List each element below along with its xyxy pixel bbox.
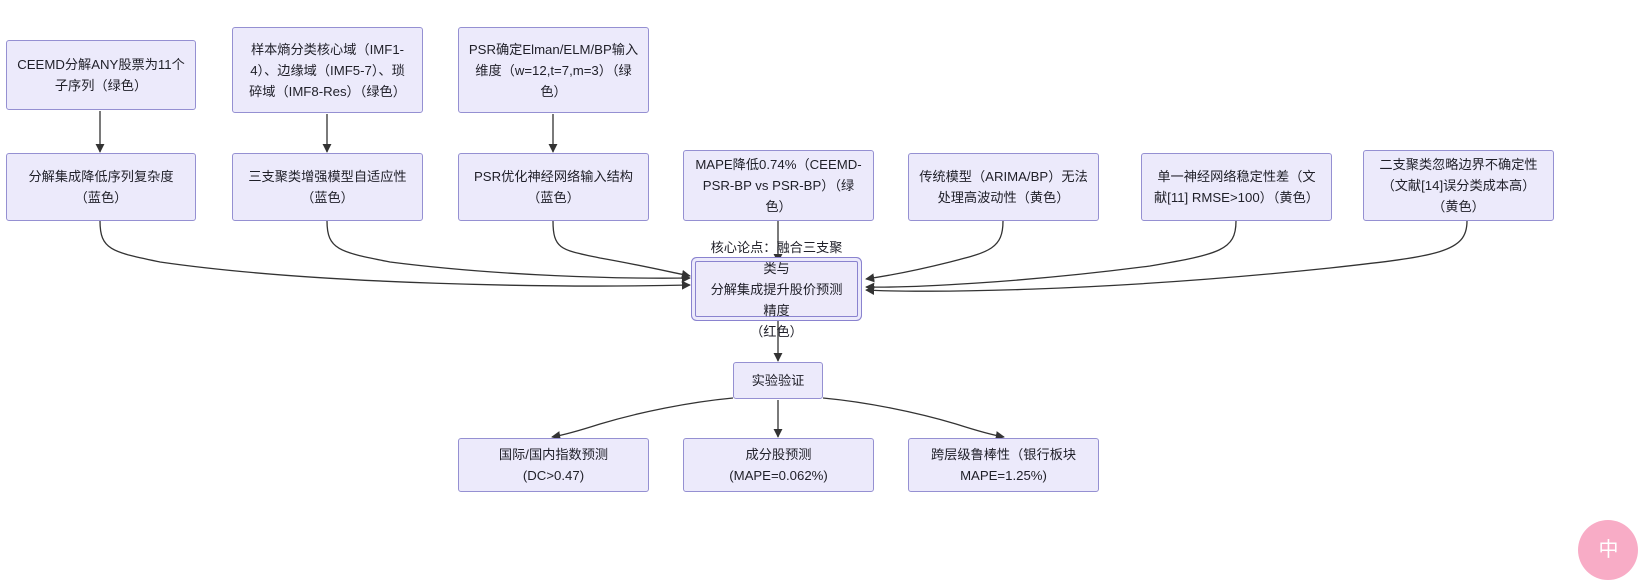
- node-experimental-validation[interactable]: 实验验证: [733, 362, 823, 399]
- node-label: PSR确定Elman/ELM/BP输入 维度（w=12,t=7,m=3）（绿 色…: [468, 41, 639, 99]
- node-mape-reduction[interactable]: MAPE降低0.74%（CEEMD- PSR-BP vs PSR-BP）（绿 色…: [683, 150, 874, 221]
- node-label: 三支聚类增强模型自适应性 （蓝色）: [248, 169, 407, 205]
- edge-n9-core: [865, 220, 1237, 292]
- node-label: 二支聚类忽略边界不确定性 （文献[14]误分类成本高） （黄色）: [1379, 157, 1538, 214]
- node-two-way-clustering-uncertainty[interactable]: 二支聚类忽略边界不确定性 （文献[14]误分类成本高） （黄色）: [1363, 150, 1554, 221]
- edge-n5-core: [326, 220, 691, 283]
- edge-n8-core: [865, 220, 1004, 283]
- node-ceemd-decomposition[interactable]: CEEMD分解ANY股票为11个 子序列（绿色）: [6, 40, 196, 110]
- edge-val-n11: [551, 397, 734, 441]
- node-psr-input-dimension[interactable]: PSR确定Elman/ELM/BP输入 维度（w=12,t=7,m=3）（绿 色…: [458, 27, 649, 113]
- watermark-badge: 中: [1578, 520, 1638, 580]
- node-label: CEEMD分解ANY股票为11个 子序列（绿色）: [17, 57, 185, 93]
- watermark-text: 中: [1598, 539, 1619, 561]
- node-core-thesis[interactable]: 核心论点：融合三支聚类与 分解集成提升股价预测精度 （红色）: [695, 240, 858, 339]
- node-decomposition-reduces-complexity[interactable]: 分解集成降低序列复杂度 （蓝色）: [6, 153, 196, 221]
- edge-n4-core: [99, 220, 691, 290]
- node-label: 分解集成降低序列复杂度 （蓝色）: [28, 169, 174, 205]
- node-label: 成分股预测 (MAPE=0.062%): [729, 447, 828, 483]
- node-label: MAPE降低0.74%（CEEMD- PSR-BP vs PSR-BP）（绿 色…: [695, 157, 862, 214]
- node-sample-entropy-classification[interactable]: 样本熵分类核心域（IMF1- 4）、边缘域（IMF5-7）、琐 碎域（IMF8-…: [232, 27, 423, 113]
- edge-n6-core: [552, 220, 691, 279]
- node-label: 跨层级鲁棒性（银行板块 MAPE=1.25%): [930, 447, 1077, 483]
- node-index-forecasting[interactable]: 国际/国内指数预测 (DC>0.47): [458, 438, 649, 492]
- edge-val-n13: [822, 397, 1005, 441]
- node-psr-optimizes-network-input[interactable]: PSR优化神经网络输入结构 （蓝色）: [458, 153, 649, 221]
- node-label: 传统模型（ARIMA/BP）无法 处理高波动性（黄色）: [919, 169, 1088, 205]
- node-label: 实验验证: [751, 373, 805, 388]
- node-traditional-models-limitation[interactable]: 传统模型（ARIMA/BP）无法 处理高波动性（黄色）: [908, 153, 1099, 221]
- node-single-network-instability[interactable]: 单一神经网络稳定性差（文 献[11] RMSE>100）（黄色）: [1141, 153, 1332, 221]
- node-label: 样本熵分类核心域（IMF1- 4）、边缘域（IMF5-7）、琐 碎域（IMF8-…: [249, 41, 406, 99]
- node-label: 单一神经网络稳定性差（文 献[11] RMSE>100）（黄色）: [1153, 169, 1319, 205]
- edge-n10-core: [865, 220, 1468, 295]
- node-label: PSR优化神经网络输入结构 （蓝色）: [474, 169, 633, 205]
- node-constituent-stock-forecasting[interactable]: 成分股预测 (MAPE=0.062%): [683, 438, 874, 492]
- node-three-way-clustering-adaptivity[interactable]: 三支聚类增强模型自适应性 （蓝色）: [232, 153, 423, 221]
- node-label: 核心论点：融合三支聚类与 分解集成提升股价预测精度 （红色）: [710, 239, 843, 339]
- node-label: 国际/国内指数预测 (DC>0.47): [498, 447, 609, 483]
- node-cross-level-robustness[interactable]: 跨层级鲁棒性（银行板块 MAPE=1.25%): [908, 438, 1099, 492]
